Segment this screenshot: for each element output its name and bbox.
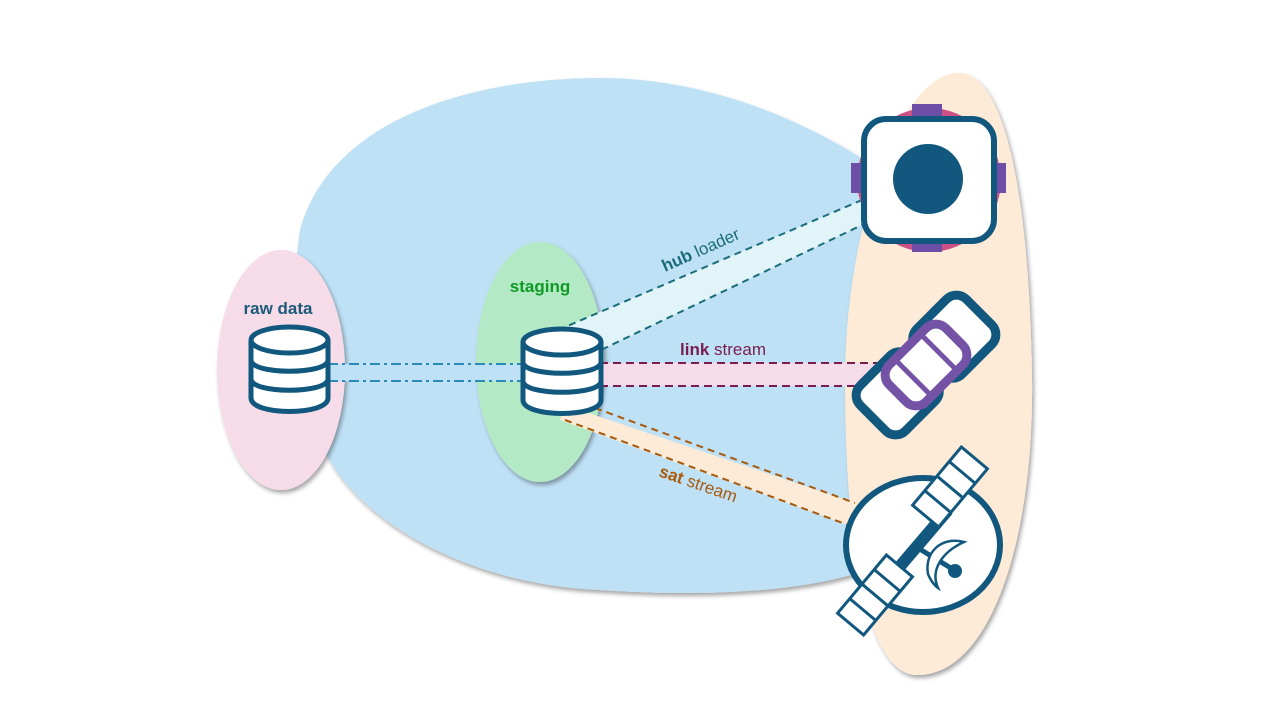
raw-database-icon <box>248 324 331 414</box>
hub-icon <box>851 104 1006 252</box>
staging-label: staging <box>510 277 570 296</box>
link-stream-band <box>600 363 890 386</box>
raw-data-label: raw data <box>244 299 314 318</box>
sat-stream-line-bottom <box>564 419 849 526</box>
hub-loader-band <box>558 200 862 360</box>
link-icon <box>851 290 1001 440</box>
hub-loader-line-bottom <box>579 224 863 361</box>
staging-database-icon <box>520 326 604 416</box>
satellite-icon <box>835 444 1003 638</box>
sat-stream-line-top <box>594 407 856 504</box>
raw-to-staging-band <box>328 364 523 381</box>
link-stream-label: link stream <box>680 340 766 359</box>
sat-stream-band <box>560 405 855 525</box>
